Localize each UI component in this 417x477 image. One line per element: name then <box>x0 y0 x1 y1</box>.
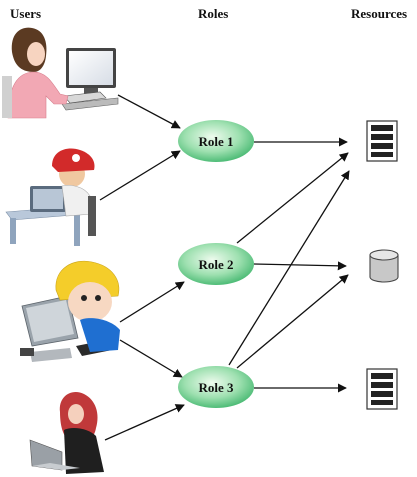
role-2-label: Role 2 <box>198 257 233 272</box>
arrow-user3-role3 <box>119 339 183 378</box>
role-3-label: Role 3 <box>198 380 234 395</box>
arrow-role2-res1 <box>236 152 349 244</box>
arrow-user1-role1 <box>117 94 181 129</box>
arrow-role2-res2 <box>253 261 347 271</box>
arrows <box>99 94 350 441</box>
resources-header: Resources <box>351 6 408 21</box>
arrow-user4-role3 <box>104 404 185 441</box>
role-1-node: Role 1 <box>178 120 254 162</box>
woman-with-laptop-icon <box>29 392 104 474</box>
server-icon <box>366 368 398 410</box>
role-3-node: Role 3 <box>178 366 254 408</box>
arrow-role3-res2 <box>236 274 349 369</box>
woman-at-desktop-icon <box>2 27 119 119</box>
arrow-user2-role1 <box>99 150 181 201</box>
roles-header: Roles <box>198 6 229 21</box>
role-2-node: Role 2 <box>178 243 254 285</box>
arrow-role3-res1 <box>228 170 350 366</box>
server-icon <box>366 120 398 162</box>
role-1-label: Role 1 <box>198 134 233 149</box>
child-at-computer-icon <box>5 148 96 246</box>
database-cylinder-icon <box>369 249 399 283</box>
users-header: Users <box>10 6 42 21</box>
arrow-user3-role2 <box>119 281 185 323</box>
blond-boy-at-computer-icon <box>20 260 120 362</box>
